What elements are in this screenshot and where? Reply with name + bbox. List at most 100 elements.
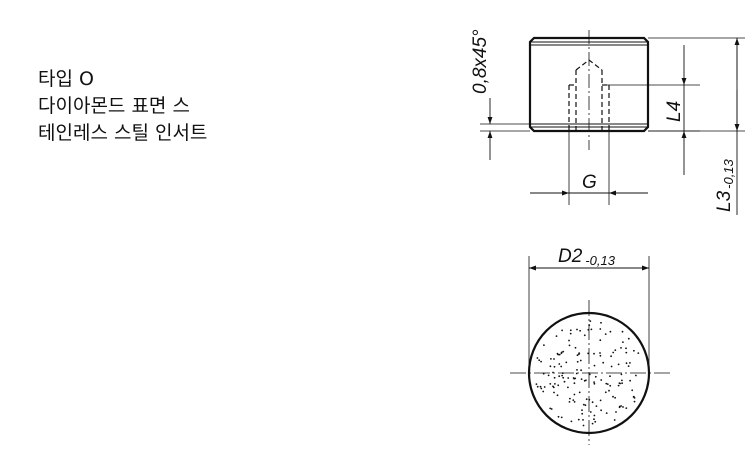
surface-dot	[620, 373, 623, 376]
surface-dot	[599, 399, 602, 402]
surface-dot	[561, 372, 564, 375]
surface-dot	[538, 359, 541, 362]
surface-dot	[609, 375, 611, 378]
surface-dot	[600, 379, 603, 381]
surface-dot	[580, 369, 582, 372]
surface-dot	[604, 333, 607, 335]
surface-dot	[550, 408, 553, 410]
surface-dot	[582, 424, 585, 427]
d2-label: D2-0,13	[558, 246, 616, 268]
surface-dot	[594, 375, 597, 378]
surface-dot	[588, 398, 591, 401]
surface-dot	[576, 369, 578, 371]
surface-dot	[558, 363, 561, 365]
surface-dot	[599, 352, 601, 354]
surface-dot	[573, 382, 576, 385]
surface-dot	[631, 389, 634, 392]
surface-dot	[553, 365, 556, 368]
surface-dot	[609, 330, 612, 333]
surface-dot	[632, 395, 635, 398]
surface-dot	[585, 398, 588, 401]
surface-dot	[553, 391, 555, 394]
surface-dot	[568, 339, 570, 342]
surface-dot	[569, 329, 572, 332]
surface-dot	[614, 349, 617, 351]
surface-dot	[573, 393, 576, 396]
surface-dot	[560, 352, 563, 355]
surface-dot	[573, 401, 576, 403]
surface-dot	[633, 400, 636, 403]
surface-dot	[633, 397, 636, 399]
surface-dot	[593, 364, 596, 367]
surface-dot	[569, 397, 571, 400]
surface-dot	[594, 420, 597, 423]
surface-dot	[553, 376, 556, 379]
surface-dot	[581, 412, 584, 415]
d2-name: D2	[558, 246, 583, 267]
surface-dot	[629, 379, 631, 382]
surface-dot	[593, 382, 596, 385]
surface-dot	[612, 395, 614, 398]
chamfer-label: 0,8x45°	[470, 29, 491, 94]
surface-dot	[582, 419, 584, 421]
surface-dot	[589, 320, 592, 322]
surface-dot	[593, 381, 595, 383]
surface-dot	[621, 382, 623, 385]
surface-dot	[618, 405, 621, 408]
surface-dot	[576, 360, 579, 363]
top-view	[510, 256, 670, 445]
surface-dot	[599, 354, 602, 357]
surface-dot	[577, 418, 580, 421]
surface-dot	[620, 347, 622, 349]
surface-dot	[542, 372, 545, 375]
surface-dot	[629, 362, 631, 364]
surface-dot	[591, 401, 594, 404]
surface-dot	[556, 394, 559, 397]
l3-label-group: L3-0,13	[714, 158, 736, 212]
surface-dot	[553, 358, 555, 360]
surface-dot	[604, 391, 607, 394]
surface-dot	[621, 330, 624, 333]
d2-tolerance: -0,13	[585, 253, 615, 268]
surface-dot	[581, 409, 583, 411]
surface-dot	[557, 384, 560, 387]
surface-dot	[555, 335, 558, 337]
surface-dot	[556, 352, 559, 355]
surface-dot	[589, 411, 592, 413]
surface-dot	[552, 386, 555, 389]
l3-label: L3-0,13	[714, 158, 736, 212]
surface-dot	[583, 379, 586, 382]
surface-dot	[549, 407, 552, 410]
surface-dot	[591, 422, 594, 425]
surface-dot	[625, 351, 628, 354]
surface-dot	[574, 346, 577, 349]
surface-dot	[605, 382, 608, 385]
surface-dot	[536, 357, 539, 359]
surface-dot	[627, 365, 630, 367]
surface-dot	[610, 365, 613, 368]
surface-dot	[625, 362, 628, 365]
surface-dot	[563, 380, 566, 383]
surface-dot	[625, 347, 627, 350]
surface-dot	[621, 379, 623, 382]
surface-dot	[610, 355, 612, 358]
surface-dot	[561, 374, 563, 377]
surface-dot	[547, 374, 550, 377]
surface-dot	[569, 332, 572, 335]
surface-dot	[578, 391, 581, 394]
description-line-3: 테인레스 스틸 인서트	[38, 122, 208, 144]
surface-dot	[540, 360, 542, 363]
surface-dot	[599, 328, 602, 330]
surface-dot	[539, 385, 542, 388]
surface-dot	[633, 349, 635, 352]
product-description: 타입 O 다이아몬드 표면 스 테인레스 스틸 인서트	[38, 66, 207, 147]
surface-dot	[554, 383, 556, 385]
surface-dot	[602, 361, 605, 364]
surface-dot	[535, 383, 538, 385]
surface-dot	[593, 414, 596, 417]
surface-dot	[613, 419, 616, 421]
surface-dot	[617, 363, 620, 366]
surface-dot	[600, 409, 602, 412]
surface-dot	[588, 373, 591, 376]
surface-dot	[536, 385, 539, 388]
